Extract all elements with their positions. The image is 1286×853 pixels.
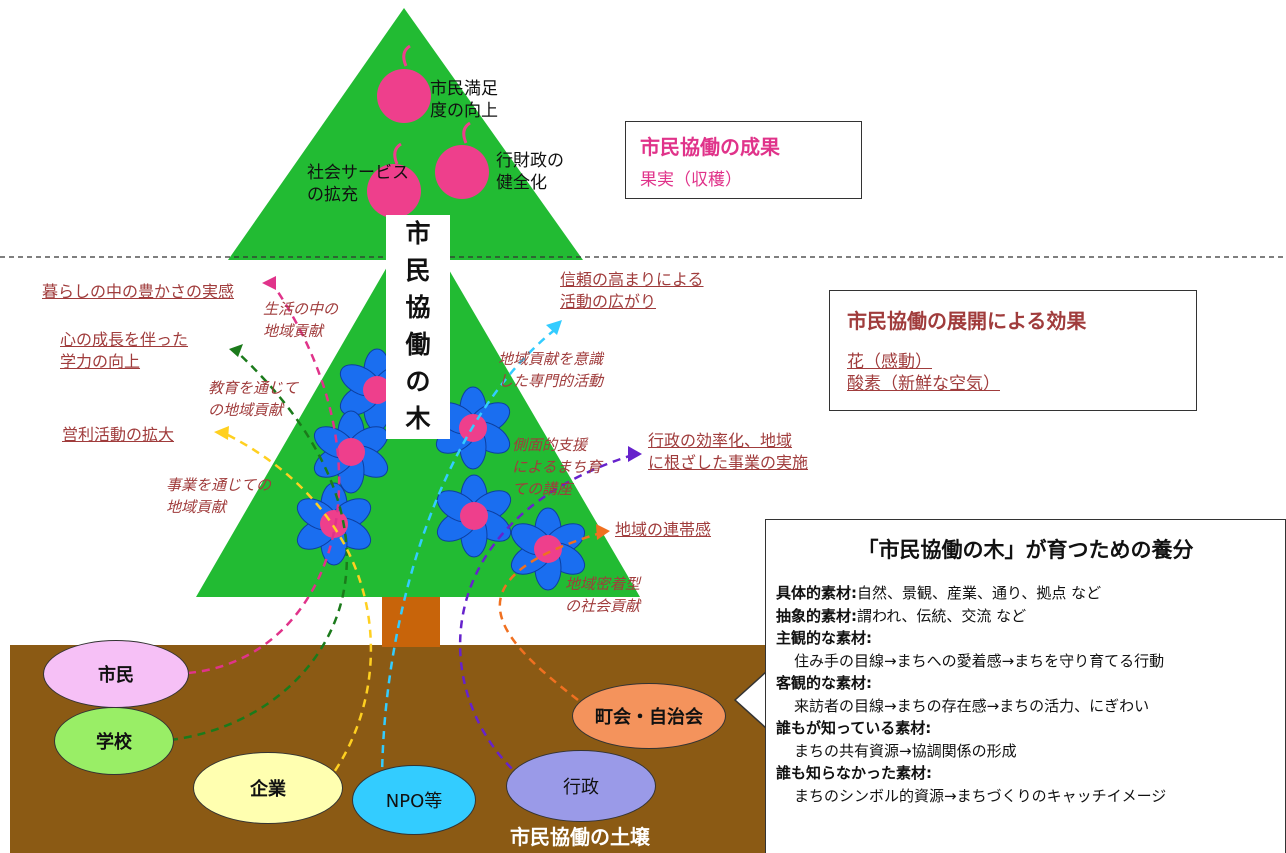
branch-label-1: 生活の中の地域貢献	[263, 300, 339, 340]
fruit-1	[377, 44, 431, 123]
arrow-gakko	[229, 344, 243, 357]
nutrient-row-3-head: 主観的な素材:	[776, 629, 872, 647]
nutrients-box: 「市民協働の木」が育つための養分 具体的素材:自然、景観、産業、通り、拠点 など…	[765, 519, 1286, 853]
nutrient-row-5-text: まちの共有資源→協調関係の形成	[794, 741, 1017, 760]
nutrient-row-4-head: 客観的な素材:	[776, 674, 872, 692]
effect-box-line2: 酸素（新鮮な空気）	[847, 374, 1000, 394]
flower-2	[313, 410, 389, 494]
result-box-subtitle: 果実（収穫）	[640, 170, 742, 190]
effect-box-line1: 花（感動）	[847, 352, 932, 372]
actor-npo: NPO等	[352, 765, 476, 835]
effect-3: 営利活動の拡大	[62, 425, 175, 444]
effect-6: 地域の連帯感	[615, 520, 712, 539]
branch-label-6: 地域密着型の社会貢献	[565, 575, 641, 615]
fruit-3	[435, 121, 489, 199]
branch-label-2: 教育を通じての地域貢献	[208, 379, 299, 419]
nutrients-list: 具体的素材:自然、景観、産業、通り、拠点 など 抽象的素材:謂われ、伝統、交流 …	[776, 582, 1166, 807]
nutrients-title: 「市民協働の木」が育つための養分	[857, 538, 1194, 562]
effect-5: 行政の効率化、地域に根ざした事業の実施	[648, 431, 809, 472]
actor-gyosei: 行政	[506, 750, 656, 822]
actor-chokai: 町会・自治会	[572, 683, 726, 749]
nutrient-row-2: 抽象的素材:謂われ、伝統、交流 など	[776, 606, 1027, 625]
branch-label-4: 地域貢献を意識した専門的活動	[498, 350, 604, 390]
line-npo	[380, 327, 558, 796]
fruit-label-1: 市民満足度の向上	[430, 79, 498, 121]
arrow-gyosei	[628, 446, 642, 462]
actor-gakko: 学校	[54, 707, 174, 775]
nutrient-row-6-head: 誰も知らなかった素材:	[776, 764, 932, 782]
nutrient-row-4-text: 来訪者の目線→まちの存在感→まちの活力、にぎわい	[794, 696, 1150, 715]
tree-title: 市民協 働の木	[386, 215, 450, 439]
nutrient-row-1: 具体的素材:自然、景観、産業、通り、拠点 など	[776, 584, 1102, 602]
nutrient-row-6-text: まちのシンボル的資源→まちづくりのキャッチイメージ	[794, 786, 1167, 805]
flower-5	[436, 474, 512, 558]
line-gakko	[169, 349, 349, 742]
flower-3	[435, 386, 511, 470]
nutrient-row-5-head: 誰もが知っている素材:	[776, 719, 932, 737]
effect-1: 暮らしの中の豊かさの実感	[42, 282, 235, 301]
branch-label-3: 事業を通じての地域貢献	[166, 476, 272, 516]
arrow-chokai	[596, 524, 610, 540]
arrow-shimin	[262, 276, 276, 290]
effect-box: 市民協働の展開による効果 花（感動） 酸素（新鮮な空気）	[829, 290, 1197, 411]
effect-box-title: 市民協働の展開による効果	[847, 309, 1087, 333]
effect-2: 心の成長を伴った学力の向上	[60, 330, 189, 371]
actor-kigyo: 企業	[193, 752, 343, 824]
tree-trunk	[382, 597, 440, 647]
nutrient-row-3-text: 住み手の目線→まちへの愛着感→まちを守り育てる行動	[794, 651, 1165, 670]
arrow-kigyo	[214, 426, 229, 440]
fruit-label-3: 行財政の健全化	[496, 151, 564, 193]
result-box-title: 市民協働の成果	[640, 135, 780, 159]
fruit-label-2: 社会サービスの拡充	[307, 163, 409, 205]
arrow-npo	[546, 320, 562, 335]
tree-top-triangle	[228, 8, 583, 260]
line-shimin	[187, 282, 341, 675]
result-box: 市民協働の成果 果実（収穫）	[625, 121, 862, 199]
soil-title: 市民協働の土壌	[510, 825, 650, 849]
line-gyosei	[459, 452, 637, 779]
flower-6	[510, 507, 586, 591]
branch-label-5: 側面的支援によるまち育ての講座	[512, 436, 602, 498]
actor-shimin: 市民	[43, 640, 189, 708]
effect-4: 信頼の高まりによる活動の広がり	[560, 270, 704, 311]
fruit-2	[367, 142, 421, 218]
